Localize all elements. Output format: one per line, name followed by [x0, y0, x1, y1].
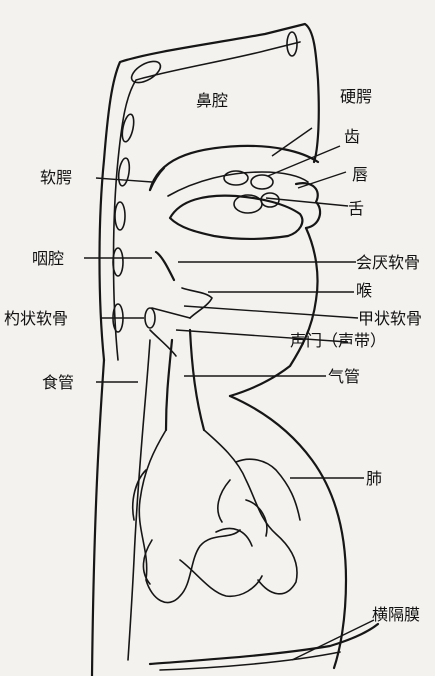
label-lips: 唇	[352, 165, 368, 184]
soft-palate	[150, 168, 164, 190]
hard-palate-line	[150, 146, 318, 190]
esophagus-left	[92, 360, 104, 676]
trachea-left	[166, 340, 172, 430]
label-glottis: 声门（声带）	[290, 331, 386, 350]
label-thyroid: 甲状软骨	[358, 309, 422, 328]
label-esophagus: 食管	[42, 373, 74, 392]
label-epiglottis: 会厌软骨	[356, 253, 420, 272]
label-soft-palate: 软腭	[40, 168, 72, 187]
glottis-line	[152, 308, 190, 318]
label-arytenoid: 杓状软骨	[4, 309, 68, 328]
chest-outline	[230, 396, 346, 668]
leader-lines	[84, 128, 374, 660]
label-teeth: 齿	[344, 127, 360, 146]
label-larynx: 喉	[356, 281, 372, 300]
tongue-outline	[170, 196, 302, 239]
label-lung: 肺	[366, 469, 382, 488]
label-tongue: 舌	[348, 199, 364, 218]
esophagus-right	[128, 340, 150, 660]
lips-outline	[296, 183, 320, 228]
front-teeth	[251, 175, 273, 189]
vertebrae	[113, 32, 297, 332]
mouth-roof	[168, 172, 308, 196]
label-hard-palate: 硬腭	[340, 87, 372, 106]
larynx-front	[182, 288, 212, 318]
label-diaphragm: 横隔膜	[372, 605, 420, 624]
label-trachea: 气管	[328, 367, 360, 386]
label-pharynx: 咽腔	[32, 249, 64, 268]
epiglottis	[156, 252, 174, 280]
trachea-right	[190, 330, 204, 430]
lung-branches	[133, 430, 300, 603]
arytenoid-cartilage	[145, 308, 155, 328]
label-nasal-cavity: 鼻腔	[196, 91, 228, 110]
